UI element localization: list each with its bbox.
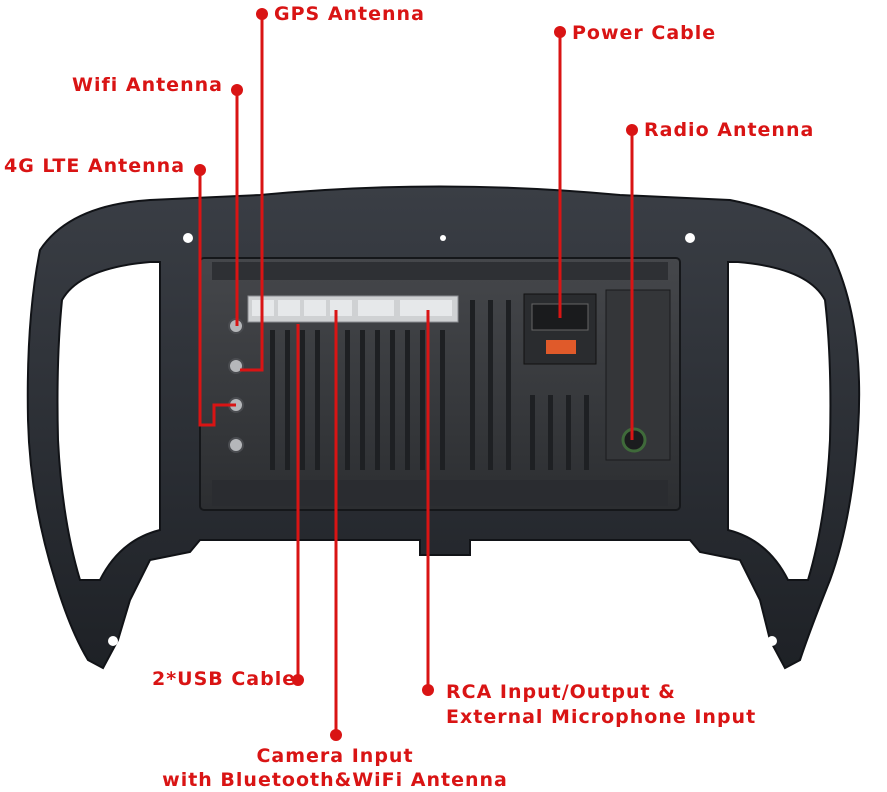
radio-antenna-socket bbox=[621, 427, 647, 453]
rca-dot bbox=[422, 684, 434, 696]
callout-dots bbox=[194, 8, 638, 741]
mount-hole bbox=[183, 233, 193, 243]
wifi-antenna-label: Wifi Antenna bbox=[72, 74, 223, 96]
camera-label-line2: with Bluetooth&WiFi Antenna bbox=[162, 769, 508, 791]
left-opening bbox=[56, 261, 161, 581]
right-opening bbox=[727, 261, 832, 581]
mount-hole bbox=[685, 233, 695, 243]
mount-hole bbox=[108, 636, 118, 646]
camera-label-line1: Camera Input bbox=[256, 745, 414, 767]
usb-cable-label: 2*USB Cable bbox=[152, 668, 297, 690]
callout-lines bbox=[198, 14, 634, 735]
gps-antenna-label: GPS Antenna bbox=[274, 3, 425, 25]
mount-hole bbox=[440, 235, 446, 241]
gps-callout-line bbox=[240, 14, 264, 372]
lte-antenna-label: 4G LTE Antenna bbox=[4, 155, 186, 177]
power-dot bbox=[554, 26, 566, 38]
connector-strip bbox=[247, 295, 459, 323]
usb-dot bbox=[292, 674, 304, 686]
mount-hole bbox=[767, 636, 777, 646]
head-unit-bottom-rail bbox=[212, 480, 668, 506]
rca-label-line1: RCA Input/Output & bbox=[446, 681, 676, 703]
rca-label-line2: External Microphone Input bbox=[446, 706, 757, 728]
radio-dot bbox=[626, 124, 638, 136]
wifi-dot bbox=[231, 84, 243, 96]
power-cable-label: Power Cable bbox=[572, 22, 717, 44]
heatsink-fins bbox=[270, 300, 589, 470]
camera-dot bbox=[330, 729, 342, 741]
gps-dot bbox=[256, 8, 268, 20]
radio-antenna-label: Radio Antenna bbox=[644, 119, 815, 141]
head-unit-top-rail bbox=[212, 262, 668, 280]
lte-callout-line bbox=[198, 170, 236, 427]
antenna-sockets bbox=[228, 318, 244, 453]
lte-dot bbox=[194, 164, 206, 176]
